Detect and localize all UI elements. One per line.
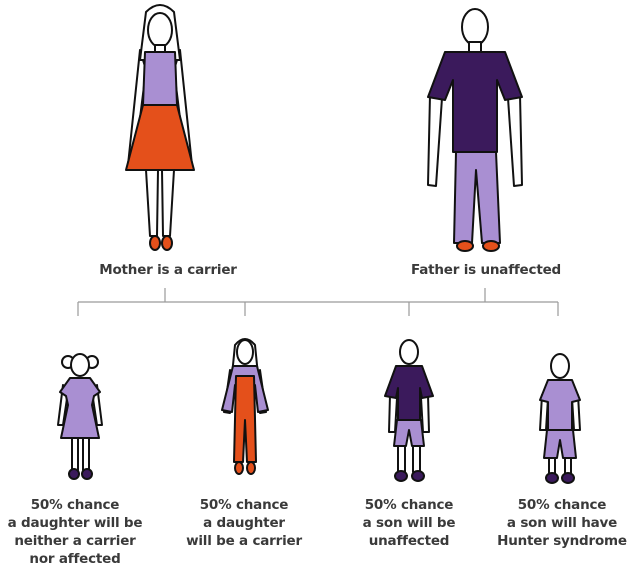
- outcome-line: nor affected: [29, 551, 121, 567]
- mother-label: Mother is a carrier: [99, 262, 237, 278]
- child-outcome-daughter-carrier: 50% chance a daughter will be a carrier: [186, 496, 302, 550]
- outcome-line: Hunter syndrome: [497, 533, 627, 549]
- outcome-line: unaffected: [368, 533, 450, 549]
- outcome-line: neither a carrier: [14, 533, 136, 549]
- father-figure: [427, 8, 523, 252]
- outcome-line: will be a carrier: [186, 533, 302, 549]
- outcome-line: a daughter will be: [7, 515, 143, 531]
- mother-figure: [125, 4, 195, 251]
- child-outcome-son-unaffected: 50% chance a son will be unaffected: [363, 496, 456, 550]
- outcome-line: 50% chance: [517, 497, 607, 513]
- father-label: Father is unaffected: [411, 262, 561, 278]
- outcome-line: a daughter: [203, 515, 285, 531]
- daughter-unaffected-figure: [57, 353, 103, 480]
- child-outcome-son-affected: 50% chance a son will have Hunter syndro…: [497, 496, 627, 550]
- son-affected-figure: [539, 353, 581, 484]
- outcome-line: 50% chance: [199, 497, 289, 513]
- son-unaffected-figure: [384, 339, 434, 482]
- daughter-carrier-figure: [221, 338, 269, 475]
- outcome-line: 50% chance: [364, 497, 454, 513]
- outcome-line: a son will have: [506, 515, 618, 531]
- outcome-line: a son will be: [362, 515, 456, 531]
- outcome-line: 50% chance: [30, 497, 120, 513]
- child-outcome-daughter-unaffected: 50% chance a daughter will be neither a …: [8, 496, 143, 568]
- pedigree-connector: [77, 288, 559, 316]
